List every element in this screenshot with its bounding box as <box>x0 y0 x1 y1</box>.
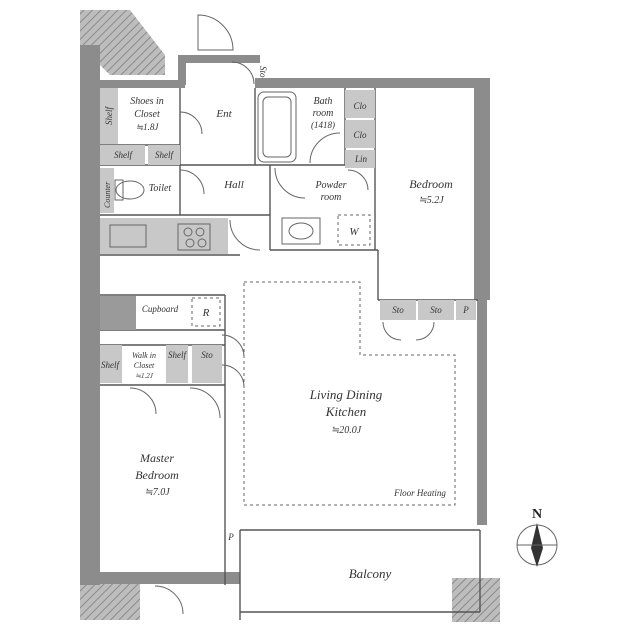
toilet-bowl <box>115 180 145 200</box>
shelf-right-label: Shelf <box>155 150 174 160</box>
svg-text:room: room <box>313 108 334 119</box>
svg-text:Closet: Closet <box>134 361 155 370</box>
powder-room-label: Powder room <box>314 180 346 203</box>
outer-walls <box>80 45 490 585</box>
fixtures <box>100 88 476 383</box>
shelf-shoes-label: Shelf <box>104 106 114 125</box>
counter-label: Counter <box>103 181 112 208</box>
doors <box>129 14 435 615</box>
svg-text:Bedroom: Bedroom <box>135 468 179 482</box>
column-bottom-left <box>80 580 140 620</box>
closet-1-label: Clo <box>353 101 367 111</box>
pipe-b-label: P <box>462 305 469 315</box>
svg-text:Bath: Bath <box>314 96 333 107</box>
master-bedroom-label: Master Bedroom ≒7.0J <box>135 451 179 498</box>
bathroom-label: Bath room (1418) <box>311 96 335 130</box>
kitchen-sink <box>109 224 147 248</box>
svg-text:Closet: Closet <box>134 109 160 120</box>
shoes-closet-label: Shoes in Closet ≒1.8J <box>130 96 164 132</box>
entrance-label: Ent <box>215 108 232 120</box>
compass-icon <box>516 523 558 567</box>
fridge-box <box>191 297 221 327</box>
interior-walls <box>100 88 481 620</box>
svg-text:≒1.2J: ≒1.2J <box>135 372 154 380</box>
svg-text:room: room <box>321 192 342 203</box>
bathtub <box>257 91 297 163</box>
ldk-label: Living Dining Kitchen ≒20.0J <box>309 387 383 436</box>
svg-text:≒1.8J: ≒1.8J <box>136 122 160 132</box>
washer-label: W <box>349 226 359 238</box>
column-bottom-right <box>452 578 500 622</box>
svg-text:Walk in: Walk in <box>132 351 156 360</box>
svg-text:Kitchen: Kitchen <box>325 404 366 419</box>
pipe-m-label: P <box>227 532 234 542</box>
column-top-left <box>80 10 165 75</box>
storage-b1-label: Sto <box>392 305 404 315</box>
closet-2-label: Clo <box>353 130 367 140</box>
floor-heating-label: Floor Heating <box>393 488 446 498</box>
compass-label: N <box>532 507 542 522</box>
sink <box>281 217 321 245</box>
svg-text:Shoes in: Shoes in <box>130 96 164 107</box>
bedroom-label: Bedroom ≒5.2J <box>409 177 453 206</box>
svg-text:Living Dining: Living Dining <box>309 387 383 402</box>
storage-top-label: Sto <box>258 66 268 78</box>
svg-text:Powder: Powder <box>314 180 346 191</box>
cupboard-label: Cupboard <box>142 304 179 314</box>
svg-text:≒20.0J: ≒20.0J <box>331 425 362 436</box>
svg-text:≒5.2J: ≒5.2J <box>418 195 444 206</box>
svg-text:≒7.0J: ≒7.0J <box>144 487 170 498</box>
shelf-left-label: Shelf <box>114 150 133 160</box>
refrigerator-label: R <box>202 307 210 319</box>
balcony-label: Balcony <box>349 566 392 581</box>
toilet-label: Toilet <box>149 183 172 194</box>
floor-heating-area <box>243 281 456 506</box>
shelf-wic-right-label: Shelf <box>168 350 187 360</box>
linen-label: Lin <box>354 154 368 164</box>
svg-text:Master: Master <box>139 451 174 465</box>
storage-wic-label: Sto <box>201 350 213 360</box>
stove <box>177 223 211 251</box>
wic-label: Walk in Closet ≒1.2J <box>132 351 156 380</box>
storage-b2-label: Sto <box>430 305 442 315</box>
svg-text:(1418): (1418) <box>311 120 335 130</box>
hall-label: Hall <box>223 179 244 191</box>
svg-text:Bedroom: Bedroom <box>409 177 453 191</box>
washer-box <box>337 214 371 246</box>
shelf-wic-left-label: Shelf <box>101 360 120 370</box>
